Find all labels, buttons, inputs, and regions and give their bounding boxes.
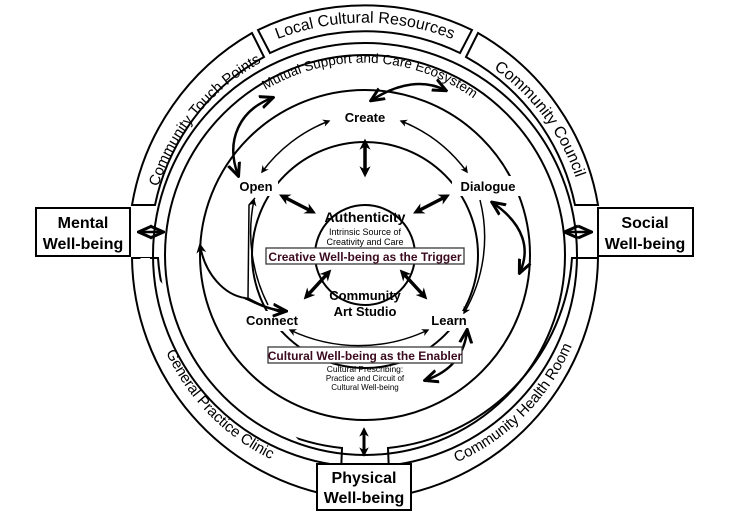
arrow-connect-learn <box>288 329 430 347</box>
arrow-open-ecosystem <box>233 98 272 175</box>
arrow-create-dialogue <box>399 119 468 174</box>
outer-ring-group <box>130 4 600 499</box>
core-subtitle-line2: Creativity and Care <box>326 237 403 247</box>
segment-community-health-room <box>386 257 600 499</box>
arrow-studio-connect <box>303 269 332 300</box>
arrow-create-ecosystem <box>372 84 445 100</box>
node-open: Open <box>239 179 272 194</box>
label-ecosystem: Mutual Support and Care Ecosystem <box>259 51 480 101</box>
node-dialogue: Dialogue <box>461 179 516 194</box>
arrow-connect-open-outer <box>196 243 246 299</box>
social-wellbeing-box: Social Well-being <box>597 207 694 257</box>
studio-line2: Art Studio <box>334 304 397 319</box>
physical-line1: Physical <box>332 470 397 487</box>
enabler-banner: Cultural Well-being as the Enabler <box>267 346 463 364</box>
segment-community-council <box>464 31 600 206</box>
arrow-create-open <box>261 119 331 174</box>
trigger-banner: Creative Well-being as the Trigger <box>265 247 465 265</box>
social-line2: Well-being <box>605 236 686 253</box>
mental-line1: Mental <box>58 215 109 232</box>
arrow-open-center <box>279 194 316 214</box>
enabler-banner-text: Cultural Well-being as the Enabler <box>268 349 463 363</box>
mental-line2: Well-being <box>43 236 124 253</box>
core-title: Authenticity <box>325 209 406 225</box>
mental-wellbeing-box: Mental Well-being <box>35 207 131 257</box>
arrow-studio-learn <box>399 269 428 300</box>
arrow-dialogue-learn <box>463 199 486 315</box>
arrow-dialogue-center <box>413 194 450 214</box>
node-create: Create <box>345 110 385 125</box>
ecosystem-arrows <box>196 84 525 380</box>
arrow-dialogue-ecosystem <box>493 203 525 272</box>
central-arrows <box>279 138 450 300</box>
arrow-open-connect <box>249 198 269 306</box>
segment-local-cultural-resources <box>256 4 474 55</box>
trigger-banner-text: Creative Well-being as the Trigger <box>268 250 461 264</box>
segment-community-touch-points <box>130 31 266 206</box>
prescribing-line3: Cultural Well-being <box>331 383 398 392</box>
physical-wellbeing-box: Physical Well-being <box>316 463 412 511</box>
prescribing-line2: Practice and Circuit of <box>326 374 405 383</box>
studio-line1: Community <box>329 288 401 303</box>
cycle-arrows <box>247 119 486 347</box>
physical-line2: Well-being <box>324 490 405 507</box>
arrow-ecosystem-connect <box>244 296 285 311</box>
node-connect: Connect <box>246 313 299 328</box>
core-subtitle-line1: Intrinsic Source of <box>329 227 402 237</box>
node-learn: Learn <box>431 313 466 328</box>
prescribing-line1: Cultural Prescribing: <box>327 364 404 374</box>
social-line1: Social <box>621 215 668 232</box>
